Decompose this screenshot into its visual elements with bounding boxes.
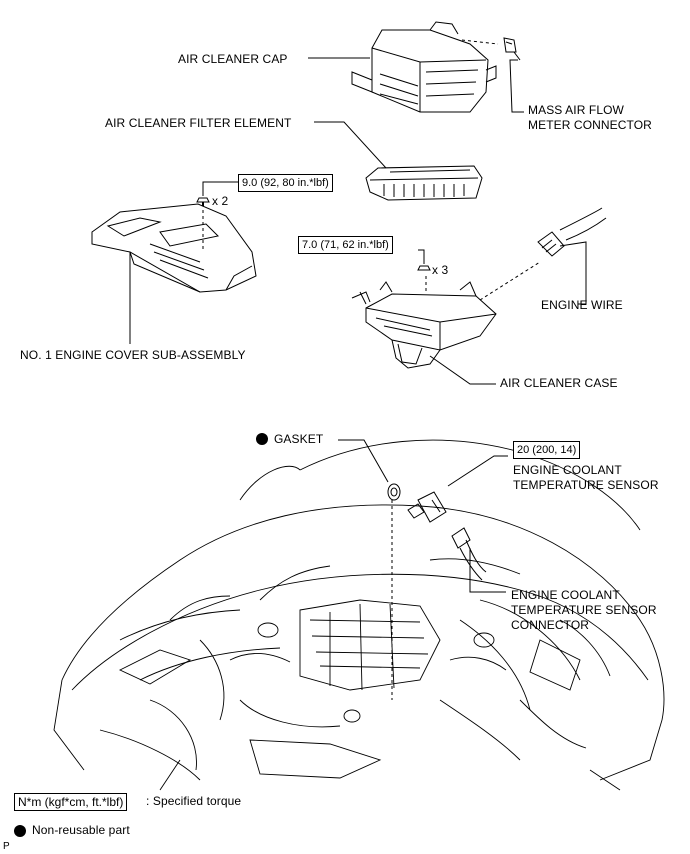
qty-cover-nuts: x 2 bbox=[212, 194, 229, 208]
case-bolt-icon bbox=[417, 265, 431, 271]
legend-nonreusable-text: Non-reusable part bbox=[32, 823, 130, 837]
label-ect-connector: ENGINE COOLANT TEMPERATURE SENSOR CONNEC… bbox=[511, 588, 657, 633]
torque-box-ect: 20 (200, 14) bbox=[513, 441, 581, 459]
torque-box-cover: 9.0 (92, 80 in.*lbf) bbox=[238, 174, 333, 192]
qty-case-bolts: x 3 bbox=[432, 263, 449, 277]
filter-element-drawing bbox=[314, 121, 483, 201]
label-engine-cover: NO. 1 ENGINE COVER SUB-ASSEMBLY bbox=[20, 348, 246, 362]
corner-mark: P bbox=[3, 841, 10, 852]
label-air-cleaner-cap: AIR CLEANER CAP bbox=[178, 52, 288, 66]
legend-torque-box: N*m (kgf*cm, ft.*lbf) bbox=[14, 793, 128, 811]
air-cleaner-cap-drawing bbox=[308, 21, 524, 113]
torque-box-case: 7.0 (71, 62 in.*lbf) bbox=[298, 236, 393, 254]
label-maf-connector-line1: MASS AIR FLOW bbox=[528, 103, 624, 117]
label-air-cleaner-case: AIR CLEANER CASE bbox=[500, 376, 618, 390]
nonreusable-dot-icon bbox=[256, 433, 268, 445]
label-ect-sensor-line1: ENGINE COOLANT bbox=[513, 463, 622, 477]
label-gasket: GASKET bbox=[274, 432, 324, 446]
label-filter-element: AIR CLEANER FILTER ELEMENT bbox=[105, 116, 292, 130]
cover-nut-icon bbox=[196, 197, 210, 203]
label-maf-connector-line2: METER CONNECTOR bbox=[528, 118, 652, 132]
label-ect-sensor-line2: TEMPERATURE SENSOR bbox=[513, 478, 659, 492]
engine-bay-drawing bbox=[53, 439, 665, 791]
ect-sensor-drawing bbox=[338, 439, 508, 700]
air-cleaner-case-drawing bbox=[351, 249, 541, 385]
engine-wire-drawing bbox=[537, 207, 607, 305]
label-maf-connector: MASS AIR FLOW METER CONNECTOR bbox=[528, 103, 652, 133]
label-ect-connector-line3: CONNECTOR bbox=[511, 618, 590, 632]
legend-nonreusable-dot-icon bbox=[14, 825, 26, 837]
label-ect-connector-line1: ENGINE COOLANT bbox=[511, 588, 620, 602]
label-ect-sensor: ENGINE COOLANT TEMPERATURE SENSOR bbox=[513, 463, 659, 493]
legend-torque-text: : Specified torque bbox=[146, 794, 242, 808]
label-ect-connector-line2: TEMPERATURE SENSOR bbox=[511, 603, 657, 617]
label-engine-wire: ENGINE WIRE bbox=[541, 298, 623, 312]
engine-cover-drawing bbox=[91, 181, 257, 344]
